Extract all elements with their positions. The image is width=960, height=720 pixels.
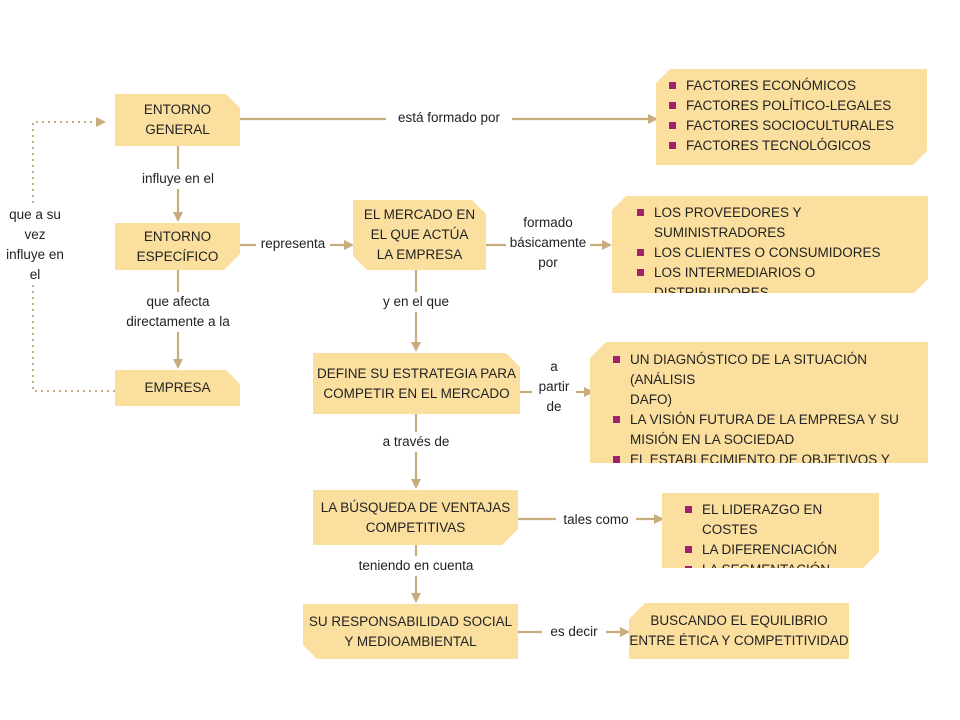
label-esta-formado-por: está formado por xyxy=(386,108,512,128)
bullet-icon xyxy=(637,209,644,216)
bullet-icon xyxy=(637,249,644,256)
bullet-icon xyxy=(669,122,676,129)
list-item: LOS CLIENTES O CONSUMIDORES xyxy=(654,243,918,263)
list-item: LOS PROVEEDORES Y SUMINISTRADORES xyxy=(654,203,918,243)
bullet-icon xyxy=(685,546,692,553)
bullet-icon xyxy=(669,82,676,89)
label-representa: representa xyxy=(256,234,330,254)
list-item: FACTORES POLÍTICO-LEGALES xyxy=(686,96,917,116)
bullet-icon xyxy=(685,506,692,513)
list-factores: FACTORES ECONÓMICOS FACTORES POLÍTICO-LE… xyxy=(656,69,927,165)
list-item: UN DIAGNÓSTICO DE LA SITUACIÓN (ANÁLISIS… xyxy=(613,350,918,410)
label-a-traves-de: a través de xyxy=(374,432,458,452)
node-estrategia-label: DEFINE SU ESTRATEGIA PARA COMPETIR EN EL… xyxy=(316,365,517,401)
list-diagnostico: UN DIAGNÓSTICO DE LA SITUACIÓN (ANÁLISIS… xyxy=(590,342,928,463)
node-equilibrio: BUSCANDO EL EQUILIBRIO ENTRE ÉTICA Y COM… xyxy=(629,603,849,659)
bullet-icon xyxy=(613,456,620,463)
node-ventajas: LA BÚSQUEDA DE VENTAJAS COMPETITIVAS xyxy=(313,490,518,545)
node-ventajas-label: LA BÚSQUEDA DE VENTAJAS COMPETITIVAS xyxy=(320,499,511,535)
label-que-a-su-vez: que a su vez influye en el xyxy=(2,205,68,285)
node-entorno-especifico-label: ENTORNO ESPECÍFICO xyxy=(136,228,219,264)
label-a-partir-de: a partir de xyxy=(532,357,576,417)
list-ventajas-tipos: EL LIDERAZGO EN COSTES LA DIFERENCIACIÓN… xyxy=(662,493,879,568)
list-item: EL ESTABLECIMIENTO DE OBJETIVOS Y METAS xyxy=(613,450,918,463)
node-entorno-general: ENTORNO GENERAL xyxy=(115,94,240,146)
list-item: FACTORES TECNOLÓGICOS xyxy=(686,136,917,156)
label-tales-como: tales como xyxy=(556,510,636,530)
bullet-icon xyxy=(613,416,620,423)
node-empresa: EMPRESA xyxy=(115,370,240,406)
list-item: LA VISIÓN FUTURA DE LA EMPRESA Y SU MISI… xyxy=(613,410,918,450)
label-y-en-el-que: y en el que xyxy=(370,292,462,312)
label-es-decir: es decir xyxy=(542,622,606,642)
node-equilibrio-label: BUSCANDO EL EQUILIBRIO ENTRE ÉTICA Y COM… xyxy=(629,613,849,648)
bullet-icon xyxy=(613,356,620,363)
list-item: FACTORES SOCIOCULTURALES xyxy=(686,116,917,136)
list-item: FACTORES ECONÓMICOS xyxy=(686,76,917,96)
label-teniendo-en-cuenta: teniendo en cuenta xyxy=(358,556,474,576)
label-formado-basicamente-por: formado básicamente por xyxy=(506,213,590,273)
bullet-icon xyxy=(669,102,676,109)
bullet-icon xyxy=(637,269,644,276)
node-responsabilidad-label: SU RESPONSABILIDAD SOCIAL Y MEDIOAMBIENT… xyxy=(308,613,513,649)
label-que-afecta: que afecta directamente a la xyxy=(118,292,238,332)
node-mercado: EL MERCADO EN EL QUE ACTÚA LA EMPRESA xyxy=(353,200,486,270)
node-entorno-general-label: ENTORNO GENERAL xyxy=(143,102,212,137)
node-mercado-label: EL MERCADO EN EL QUE ACTÚA LA EMPRESA xyxy=(363,207,476,262)
node-estrategia: DEFINE SU ESTRATEGIA PARA COMPETIR EN EL… xyxy=(313,353,520,414)
list-agentes: LOS PROVEEDORES Y SUMINISTRADORES LOS CL… xyxy=(612,196,928,293)
node-entorno-especifico: ENTORNO ESPECÍFICO xyxy=(115,223,240,270)
list-item: LA DIFERENCIACIÓN xyxy=(702,540,869,560)
list-item: EL LIDERAZGO EN COSTES xyxy=(702,500,869,540)
bullet-icon xyxy=(669,142,676,149)
node-responsabilidad: SU RESPONSABILIDAD SOCIAL Y MEDIOAMBIENT… xyxy=(303,604,518,659)
label-influye-en-el: influye en el xyxy=(134,169,222,189)
node-empresa-label: EMPRESA xyxy=(144,380,211,395)
